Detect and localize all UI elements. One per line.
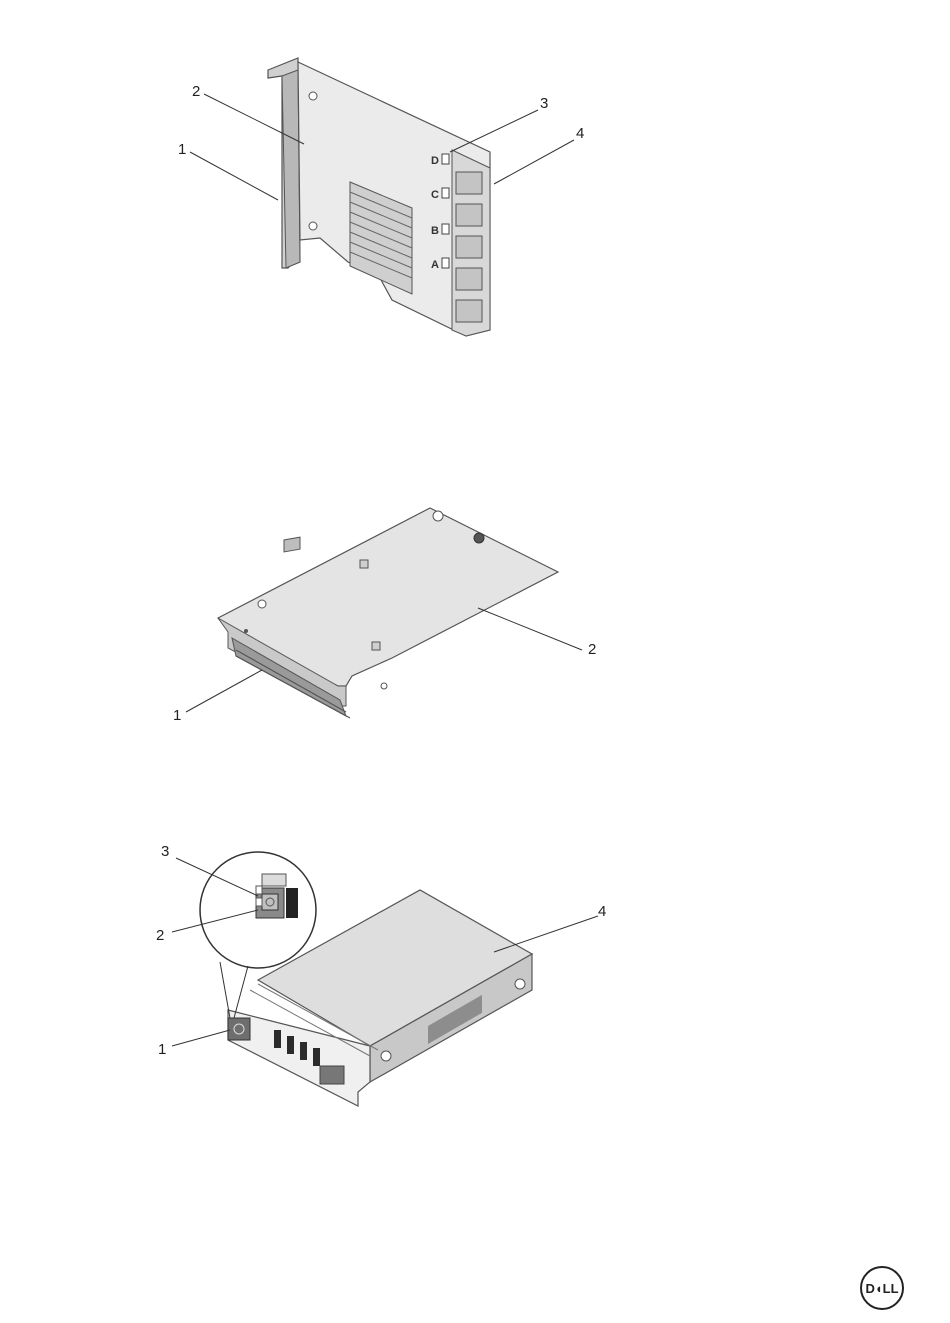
port-label-b: B	[431, 225, 439, 237]
logo-text: D◖LL	[865, 1281, 898, 1296]
callout-3: 3	[540, 95, 548, 112]
callout-1: 1	[158, 1041, 166, 1058]
port-label-d: D	[431, 155, 439, 167]
drive-status-indicator-icon	[228, 1018, 250, 1040]
sas-connectors	[456, 172, 482, 322]
callout-4: 4	[598, 903, 606, 920]
callout-2: 2	[156, 927, 164, 944]
drive-carrier-illustration: 3 2 1 4	[0, 830, 950, 1120]
figure-hard-drive-carrier: 3 2 1 4	[0, 830, 950, 1120]
callout-4: 4	[576, 125, 584, 142]
callout-3: 3	[161, 843, 169, 860]
callout-2: 2	[192, 83, 200, 100]
figure-mini-controller-card: 1 2	[0, 490, 950, 740]
pcie-card-illustration: D C B A 1 2 3 4	[0, 40, 950, 360]
callout-1: 1	[173, 707, 181, 724]
callout-1: 1	[178, 141, 186, 158]
port-label-c: C	[431, 189, 439, 201]
figure-pcie-controller-card: D C B A 1 2 3 4	[0, 40, 950, 360]
port-label-a: A	[431, 259, 439, 271]
callout-2: 2	[588, 641, 596, 658]
mini-card-illustration: 1 2	[0, 490, 950, 740]
dell-logo-icon: D◖LL	[858, 1264, 906, 1312]
